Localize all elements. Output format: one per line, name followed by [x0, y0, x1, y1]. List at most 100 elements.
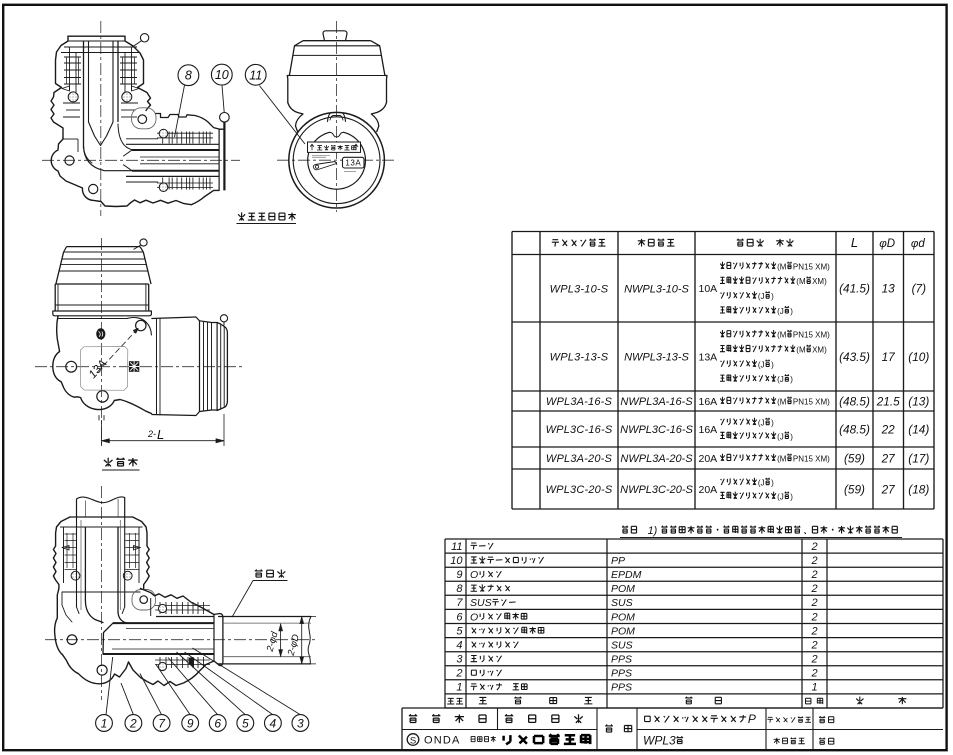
svg-text:1: 1: [101, 716, 108, 730]
svg-text:2: 2: [810, 541, 817, 553]
svg-text:22: 22: [881, 422, 896, 436]
svg-text:POM: POM: [611, 611, 635, 623]
svg-text:PN15 XM): PN15 XM): [793, 454, 830, 463]
svg-text:1: 1: [811, 682, 817, 694]
svg-text:WPL3C-20-S: WPL3C-20-S: [546, 484, 613, 496]
svg-text:13: 13: [882, 282, 896, 296]
svg-text:2: 2: [810, 569, 817, 581]
svg-text:2: 2: [129, 716, 137, 730]
svg-text:NWPL3-13-S: NWPL3-13-S: [624, 352, 689, 364]
svg-text:L: L: [157, 427, 164, 442]
svg-text:8: 8: [185, 69, 192, 83]
svg-text:XM): XM): [812, 277, 827, 286]
svg-text:16A: 16A: [699, 396, 718, 408]
svg-text:PN15 XM): PN15 XM): [793, 397, 830, 406]
svg-text:PP: PP: [611, 555, 625, 567]
svg-text:2: 2: [810, 597, 817, 609]
svg-text:WPL3: WPL3: [643, 734, 676, 748]
svg-text:21.5: 21.5: [876, 394, 900, 408]
svg-text:NWPL3A-16-S: NWPL3A-16-S: [620, 396, 693, 408]
svg-text:2: 2: [810, 583, 817, 595]
svg-text:EPDM: EPDM: [611, 569, 642, 581]
svg-text:(M: (M: [796, 346, 806, 355]
svg-text:(J: (J: [777, 492, 784, 501]
svg-text:3: 3: [456, 654, 463, 666]
svg-text:17: 17: [882, 350, 896, 364]
svg-text:): ): [790, 492, 793, 501]
svg-text:6: 6: [456, 611, 463, 623]
svg-text:5: 5: [456, 625, 463, 637]
svg-text:PN15 XM): PN15 XM): [793, 331, 830, 340]
svg-text:10: 10: [450, 555, 463, 567]
svg-text:13A: 13A: [345, 159, 361, 168]
svg-text:2: 2: [810, 611, 817, 623]
svg-text:16A: 16A: [699, 424, 718, 436]
svg-text:(J: (J: [758, 292, 765, 301]
svg-text:(18): (18): [908, 482, 929, 496]
svg-text:(41.5): (41.5): [839, 282, 870, 296]
svg-text:(48.5): (48.5): [839, 422, 870, 436]
svg-text:): ): [771, 292, 774, 301]
svg-text:SUS: SUS: [611, 639, 633, 651]
svg-text:(J: (J: [777, 307, 784, 316]
svg-text:): ): [790, 307, 793, 316]
svg-text:10A: 10A: [699, 283, 718, 295]
svg-text:φD: φD: [879, 238, 895, 250]
svg-text:(J: (J: [758, 419, 765, 428]
svg-text:WPL3A-16-S: WPL3A-16-S: [546, 396, 613, 408]
svg-text:(43.5): (43.5): [839, 350, 870, 364]
svg-text:7: 7: [456, 597, 463, 609]
svg-text:NWPL3-10-S: NWPL3-10-S: [624, 283, 689, 295]
svg-text:2-φd: 2-φd: [265, 630, 281, 654]
svg-text:20A: 20A: [699, 484, 718, 496]
svg-text:(J: (J: [777, 375, 784, 384]
svg-text:(J: (J: [777, 432, 784, 441]
svg-text:13A: 13A: [699, 351, 718, 363]
svg-text:(M: (M: [777, 397, 787, 406]
svg-text:(M: (M: [777, 331, 787, 340]
svg-text:WPL3-10-S: WPL3-10-S: [550, 283, 609, 295]
svg-text:POM: POM: [611, 625, 635, 637]
svg-text:PPS: PPS: [611, 682, 632, 694]
svg-text:2: 2: [810, 639, 817, 651]
svg-text:(48.5): (48.5): [839, 394, 870, 408]
svg-text:27: 27: [881, 482, 896, 496]
svg-text:(17): (17): [908, 451, 929, 465]
svg-text:PPS: PPS: [611, 668, 632, 680]
svg-text:(M: (M: [796, 277, 806, 286]
svg-text:2: 2: [810, 668, 817, 680]
svg-text:2: 2: [455, 668, 462, 680]
svg-text:4: 4: [456, 639, 462, 651]
svg-text:): ): [771, 360, 774, 369]
svg-text:): ): [771, 479, 774, 488]
svg-text:1): 1): [648, 525, 658, 537]
svg-text:4: 4: [270, 716, 277, 730]
svg-text:(14): (14): [908, 422, 929, 436]
svg-text:O: O: [470, 569, 478, 581]
svg-text:NWPL3A-20-S: NWPL3A-20-S: [620, 453, 693, 465]
svg-text:(J: (J: [758, 360, 765, 369]
svg-text:SUS: SUS: [611, 597, 633, 609]
svg-text:10: 10: [215, 68, 229, 82]
svg-text:2: 2: [810, 625, 817, 637]
svg-text:SUS: SUS: [470, 597, 492, 609]
svg-text:(M: (M: [777, 262, 787, 271]
svg-text:): ): [790, 432, 793, 441]
svg-text:3: 3: [297, 716, 304, 730]
svg-text:WPL3-13-S: WPL3-13-S: [550, 352, 609, 364]
svg-text:(59): (59): [844, 451, 865, 465]
svg-text:9: 9: [456, 569, 462, 581]
svg-text:NWPL3C-20-S: NWPL3C-20-S: [620, 484, 693, 496]
svg-text:(10): (10): [908, 350, 929, 364]
svg-text:9: 9: [187, 716, 194, 730]
svg-text:φd: φd: [911, 238, 926, 250]
svg-text:): ): [771, 419, 774, 428]
svg-text:(59): (59): [844, 482, 865, 496]
svg-text:WPL3C-16-S: WPL3C-16-S: [546, 424, 613, 436]
svg-text:L: L: [851, 235, 858, 250]
svg-text:27: 27: [881, 451, 896, 465]
svg-text:(M: (M: [777, 454, 787, 463]
svg-text:ONDA: ONDA: [424, 735, 461, 747]
svg-text:2: 2: [810, 654, 817, 666]
svg-text:POM: POM: [611, 583, 635, 595]
